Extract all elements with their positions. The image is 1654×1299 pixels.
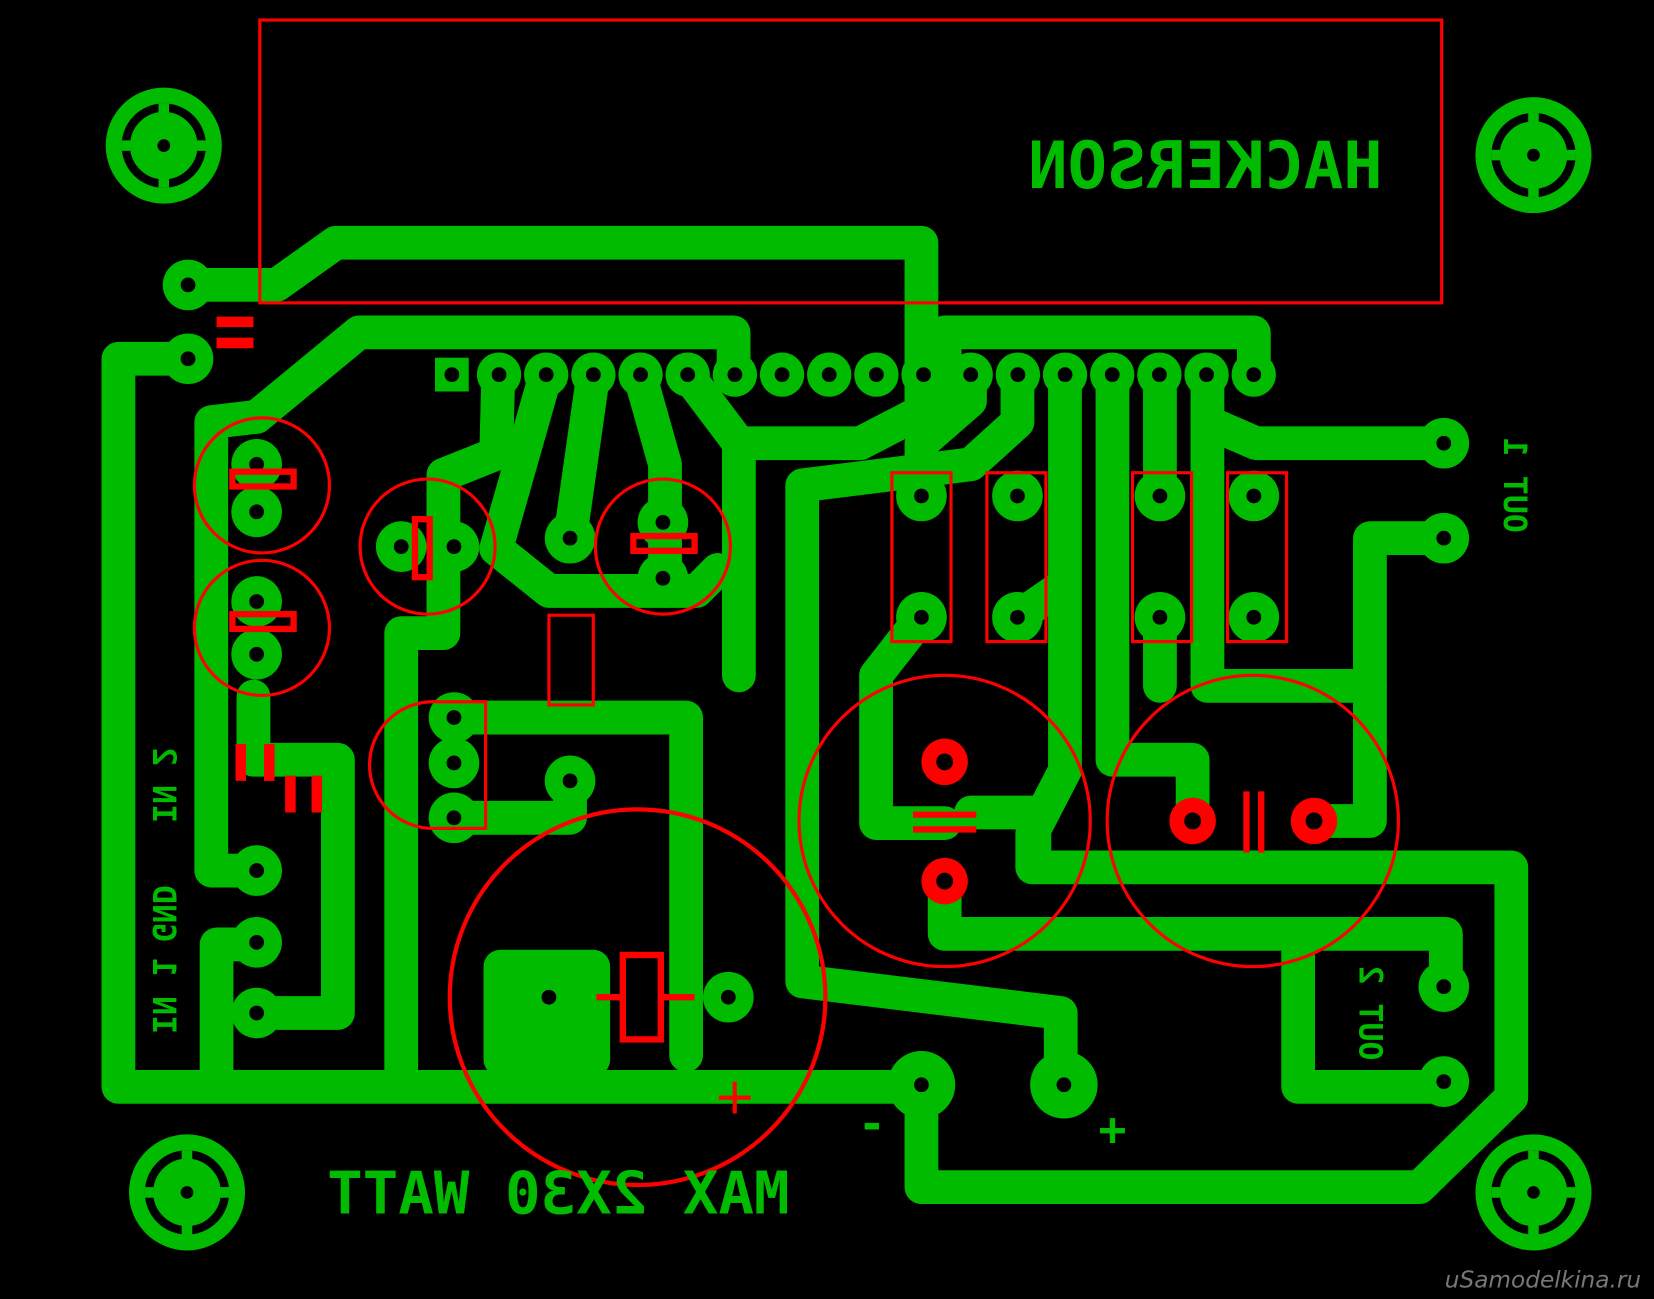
- drill-hole: [1246, 367, 1262, 382]
- watermark: uSamodelkina.ru: [1445, 1266, 1641, 1293]
- drill-hole: [655, 514, 671, 530]
- drill-hole: [541, 989, 557, 1005]
- output-label-2: OUT 2: [1351, 965, 1387, 1060]
- drill-hole: [249, 456, 265, 472]
- drill-hole: [446, 539, 462, 555]
- mounting-holes: [105, 87, 1592, 1251]
- drill-hole: [1010, 367, 1026, 382]
- drill-hole: [680, 367, 696, 382]
- heatsink-outline: [258, 18, 1444, 305]
- drill-hole: [1246, 488, 1262, 504]
- drill-hole: [562, 530, 578, 546]
- supply-plus-label: +: [1098, 1102, 1126, 1156]
- drill-hole: [916, 367, 931, 382]
- drill-hole: [249, 594, 265, 609]
- drill-hole: [914, 1077, 929, 1093]
- mounting-hole: [105, 87, 222, 204]
- drill-hole: [1057, 367, 1073, 382]
- mounting-hole: [1475, 97, 1592, 214]
- gnd-label: GND: [145, 885, 181, 942]
- title-label: HACKERSON: [1028, 128, 1382, 204]
- drill-hole: [821, 367, 837, 382]
- drill-hole: [1010, 609, 1025, 625]
- drill-hole: [491, 367, 507, 382]
- drill-hole: [180, 277, 196, 293]
- drill-hole: [249, 646, 265, 662]
- drill-hole: [655, 570, 671, 586]
- drill-hole: [914, 488, 929, 504]
- pads: [162, 259, 1470, 1119]
- drill-hole: [1056, 1077, 1072, 1093]
- drill-hole: [446, 755, 462, 771]
- drill-hole: [1152, 488, 1168, 504]
- drill-hole: [914, 609, 929, 625]
- mounting-hole: [1475, 1134, 1592, 1251]
- drill-hole: [1010, 488, 1025, 504]
- drill-hole: [633, 367, 648, 382]
- supply-minus-label: -: [858, 1097, 886, 1151]
- drill-hole: [538, 367, 554, 382]
- drill-hole: [1152, 367, 1167, 382]
- drill-hole: [249, 934, 265, 950]
- drill-hole: [180, 351, 196, 367]
- input-label-2: IN 2: [145, 747, 181, 823]
- drill-hole: [1436, 1074, 1452, 1090]
- drill-hole: [720, 989, 736, 1005]
- drill-hole: [963, 367, 979, 382]
- drill-hole: [1436, 530, 1452, 546]
- drill-hole: [585, 367, 601, 382]
- drill-hole: [1246, 609, 1262, 625]
- labels: HACKERSON MAX 2X30 WATT IN 1 GND IN 2 OU…: [145, 128, 1532, 1228]
- drill-hole: [1104, 367, 1120, 382]
- silkscreen: +: [192, 18, 1444, 1188]
- power-label: MAX 2X30 WATT: [327, 1159, 789, 1228]
- drill-hole: [446, 710, 462, 725]
- drill-hole: [393, 539, 409, 555]
- mounting-hole: [128, 1134, 246, 1251]
- input-label-1: IN 1: [145, 958, 181, 1034]
- drill-hole: [249, 504, 265, 520]
- output-label-1: OUT 1: [1496, 438, 1532, 533]
- drill-hole: [562, 773, 578, 789]
- drill-hole: [774, 367, 790, 382]
- drill-hole: [249, 1005, 265, 1021]
- drill-hole: [1436, 979, 1452, 995]
- drill-hole: [868, 367, 884, 382]
- drill-hole: [1152, 609, 1168, 625]
- cap-plus-mark: +: [713, 1066, 755, 1125]
- drill-hole: [446, 810, 462, 826]
- drill-hole: [249, 863, 265, 878]
- drill-hole: [1436, 435, 1452, 451]
- drill-hole: [727, 367, 743, 382]
- drill-hole: [1199, 367, 1214, 382]
